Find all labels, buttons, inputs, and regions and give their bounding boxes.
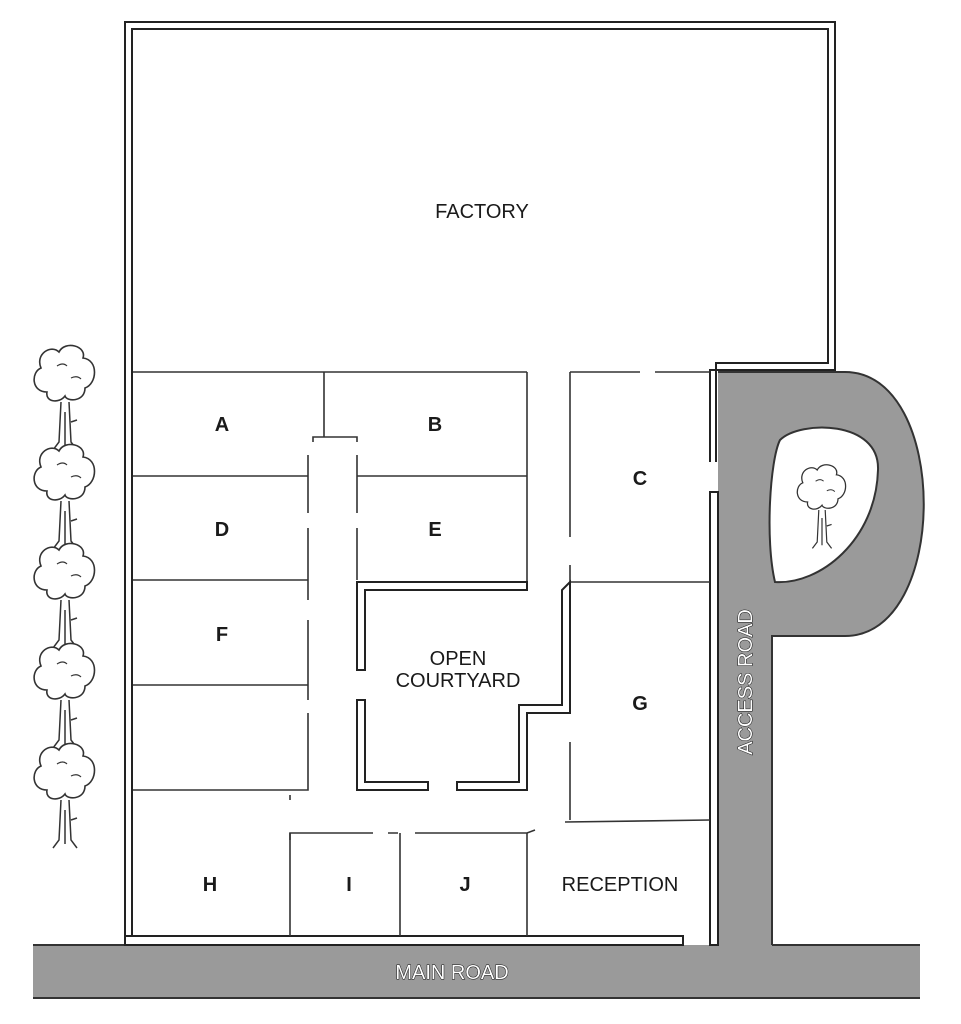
tree-icon — [33, 443, 96, 550]
tree-icon — [33, 344, 96, 451]
room-j-label: J — [459, 874, 470, 896]
room-i-label: I — [346, 874, 352, 896]
factory-label: FACTORY — [435, 201, 529, 223]
tree-icon — [33, 642, 96, 749]
tree-icon — [33, 542, 96, 649]
room-a-label: A — [215, 414, 229, 436]
room-c-label: C — [633, 468, 647, 490]
courtyard-label-line2: COURTYARD — [396, 670, 521, 692]
room-h-label: H — [203, 874, 217, 896]
room-b-label: B — [428, 414, 442, 436]
main-road — [33, 944, 920, 999]
tree-icon — [33, 742, 96, 849]
reception-label: RECEPTION — [562, 874, 679, 896]
interior-walls — [133, 371, 711, 936]
courtyard-label-line1: OPEN — [430, 648, 487, 670]
room-g-label: G — [632, 693, 648, 715]
room-d-label: D — [215, 519, 229, 541]
courtyard-walls — [356, 579, 571, 791]
building-walls — [124, 21, 836, 946]
room-f-label: F — [216, 624, 228, 646]
room-e-label: E — [428, 519, 441, 541]
main-road-label: MAIN ROAD — [395, 962, 508, 984]
access-road-label: ACCESS ROAD — [735, 609, 757, 755]
